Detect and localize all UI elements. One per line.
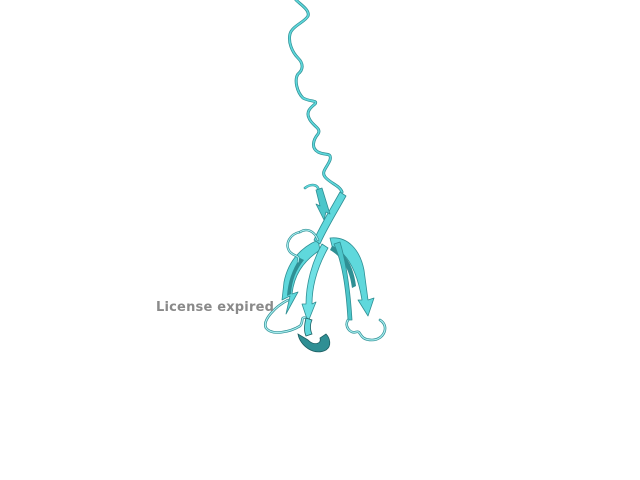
coil-tail <box>288 0 344 208</box>
bottom-loops <box>264 228 387 342</box>
bottom-turn <box>297 317 331 353</box>
beta-sheet <box>281 187 375 323</box>
license-watermark: License expired <box>156 300 275 315</box>
